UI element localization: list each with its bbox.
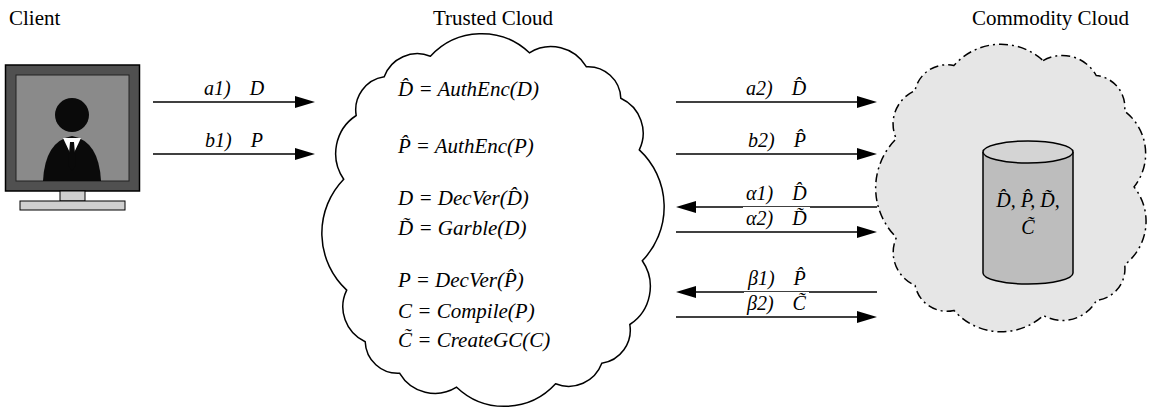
arrow-head	[676, 286, 696, 298]
edge-label: a2) D̂	[743, 77, 809, 99]
formula: D̂ = AuthEnc(D)	[398, 77, 539, 101]
edge-label: α1) D̂	[743, 182, 810, 204]
edge-label: a1) D	[201, 77, 267, 99]
node-heading: Client	[9, 6, 60, 30]
arrow-head	[857, 148, 877, 160]
node-heading: Trusted Cloud	[433, 6, 553, 30]
edge-label: b1) P	[202, 129, 266, 151]
arrow-line	[153, 101, 295, 103]
edge-label: α2) D̃	[743, 207, 810, 229]
formula: D = DecVer(D̂)	[398, 186, 529, 210]
arrow-line	[676, 231, 857, 233]
arrow-head	[295, 148, 315, 160]
arrow-line	[153, 153, 295, 155]
client-monitor: Client	[5, 5, 145, 217]
edge-label: β1) P̂	[745, 267, 809, 289]
storage-cylinder: D̂, P̂, D̃, C̃	[982, 140, 1074, 286]
arrow-head	[857, 226, 877, 238]
node-heading: Commodity Cloud	[972, 6, 1129, 30]
arrow-line	[676, 101, 857, 103]
trusted-cloud: Trusted Cloud D̂ = AuthEnc(D) P̂ = AuthEnc…	[318, 5, 668, 407]
commodity-cloud: Commodity CloudD̂, P̂, D̃, C̃	[880, 5, 1148, 335]
edge-label: b2) P̂	[745, 129, 809, 151]
edge-label: β2) C̃	[744, 292, 809, 314]
formula: P = DecVer(P̂)	[398, 268, 524, 292]
client-monitor-outline	[5, 5, 145, 217]
storage-cylinder-outline	[982, 140, 1074, 286]
formula: C̃ = CreateGC(C)	[398, 328, 550, 352]
formula: C = Compile(P)	[398, 299, 535, 323]
arrow-line	[676, 153, 857, 155]
formula: P̂ = AuthEnc(P)	[398, 134, 534, 158]
arrow-head	[295, 96, 315, 108]
arrow-head	[857, 311, 877, 323]
arrow-line	[676, 316, 857, 318]
formula: D̃ = Garble(D)	[398, 216, 526, 240]
arrow-head	[857, 96, 877, 108]
stored-items: D̂, P̂, D̃, C̃	[995, 187, 1061, 241]
arrow-head	[676, 201, 696, 213]
